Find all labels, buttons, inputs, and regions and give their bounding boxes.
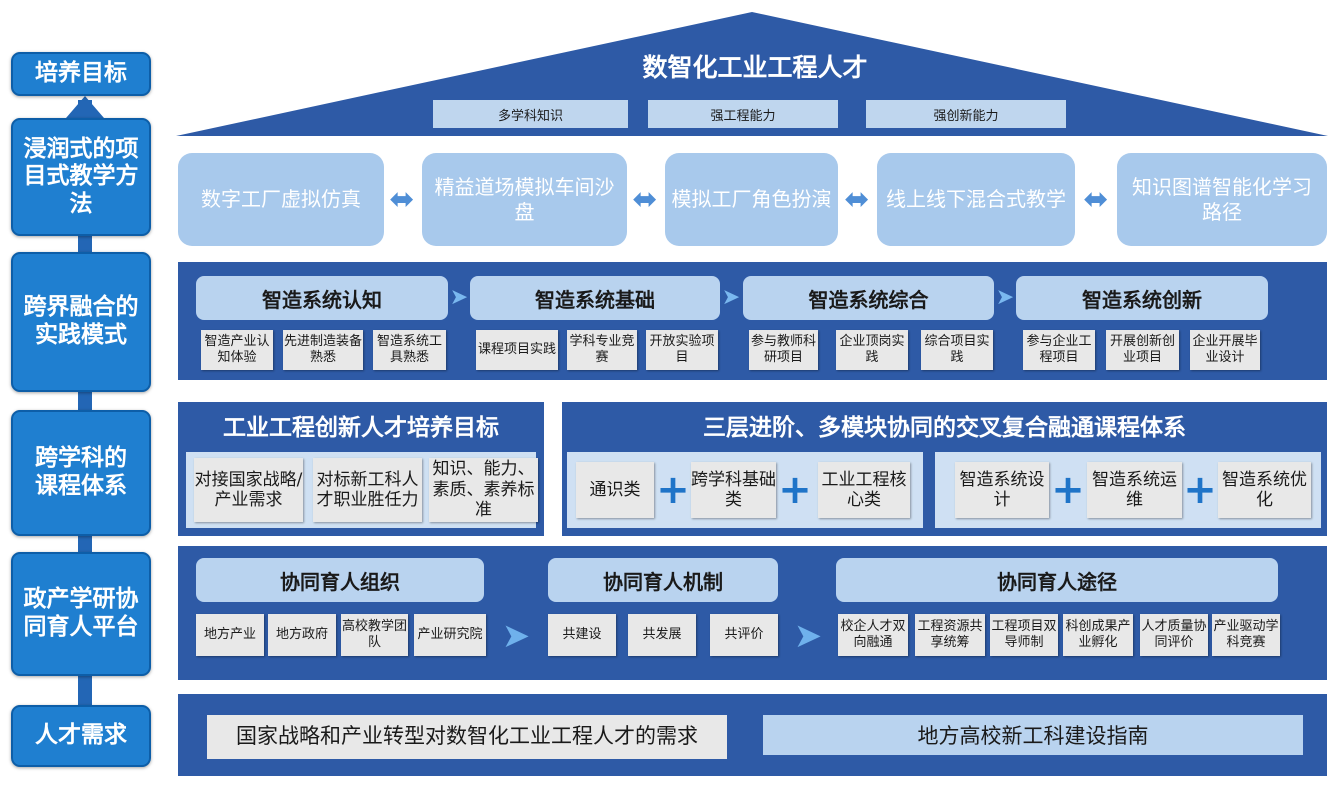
practice-item: 参与教师科研项目 <box>749 330 818 370</box>
goal-item: 知识、能力、素质、素养标准 <box>429 458 538 522</box>
method-blended: 线上线下混合式教学 <box>877 153 1075 246</box>
stage-cognition-header: 智造系统认知 <box>196 276 448 320</box>
goal-item: 对接国家战略/产业需求 <box>194 458 303 522</box>
practice-item: 企业开展毕业设计 <box>1190 330 1260 370</box>
org-item: 高校教学团队 <box>341 614 408 656</box>
path-item: 人才质量协同评价 <box>1140 614 1208 656</box>
practice-item: 开放实验项目 <box>646 330 718 370</box>
practice-item: 学科专业竞赛 <box>567 330 637 370</box>
arrow-right-icon: ➤ <box>793 616 823 656</box>
path-header: 协同育人途径 <box>836 558 1278 602</box>
practice-item: 开展创新创业项目 <box>1106 330 1179 370</box>
path-item: 工程项目双导师制 <box>990 614 1058 656</box>
path-item: 工程资源共享统筹 <box>915 614 985 656</box>
method-role-play: 模拟工厂角色扮演 <box>665 153 838 246</box>
stage-foundation-header: 智造系统基础 <box>470 276 720 320</box>
method-knowledge-graph: 知识图谱智能化学习路径 <box>1117 153 1327 246</box>
plus-icon: + <box>1183 467 1217 513</box>
path-item: 科创成果产业孵化 <box>1063 614 1133 656</box>
arrow-right-icon: ➤ <box>995 285 1015 310</box>
practice-item: 课程项目实践 <box>476 330 558 370</box>
org-item: 产业研究院 <box>414 614 486 656</box>
double-arrow-icon: ⬌ <box>1083 182 1109 217</box>
course-module: 智造系统优化 <box>1218 462 1311 518</box>
course-module: 智造系统运维 <box>1087 462 1182 518</box>
practice-mode-box: 跨界融合的实践模式 <box>11 252 151 392</box>
up-arrow-icon <box>66 96 104 118</box>
demand-guideline: 地方高校新工科建设指南 <box>763 715 1303 755</box>
practice-item: 先进制造装备熟悉 <box>283 330 363 370</box>
double-arrow-icon: ⬌ <box>389 182 415 217</box>
course-module: 跨学科基础类 <box>691 462 776 518</box>
course-module: 工业工程核心类 <box>818 462 910 518</box>
demand-national-strategy: 国家战略和产业转型对数智化工业工程人才的需求 <box>207 715 727 759</box>
stage-innovation-header: 智造系统创新 <box>1016 276 1268 320</box>
plus-icon: + <box>656 467 690 513</box>
course-module: 通识类 <box>576 462 654 518</box>
org-item: 地方产业 <box>196 614 264 656</box>
path-item: 校企人才双向融通 <box>838 614 908 656</box>
plus-icon: + <box>1051 467 1085 513</box>
org-item: 地方政府 <box>268 614 336 656</box>
arrow-right-icon: ➤ <box>501 616 531 656</box>
roof-tag-knowledge: 多学科知识 <box>433 100 628 128</box>
goal-box: 培养目标 <box>11 52 151 96</box>
practice-item: 智造产业认知体验 <box>201 330 273 370</box>
method-digital-factory: 数字工厂虚拟仿真 <box>178 153 384 246</box>
demand-box: 人才需求 <box>11 705 151 767</box>
mechanism-header: 协同育人机制 <box>548 558 778 602</box>
method-box: 浸润式的项目式教学方法 <box>11 118 151 236</box>
path-item: 产业驱动学科竞赛 <box>1212 614 1280 656</box>
double-arrow-icon: ⬌ <box>844 182 870 217</box>
course-module: 智造系统设计 <box>955 462 1049 518</box>
roof-tag-innovation: 强创新能力 <box>866 100 1066 128</box>
org-header: 协同育人组织 <box>196 558 484 602</box>
roof-title: 数智化工业工程人才 <box>642 53 868 82</box>
practice-item: 参与企业工程项目 <box>1023 330 1095 370</box>
mechanism-item: 共建设 <box>548 614 616 656</box>
arrow-right-icon: ➤ <box>721 285 741 310</box>
mechanism-item: 共评价 <box>710 614 778 656</box>
curriculum-goal-title: 工业工程创新人才培养目标 <box>223 415 499 441</box>
plus-icon: + <box>778 467 812 513</box>
stage-integration-header: 智造系统综合 <box>743 276 994 320</box>
roof-tag-engineering: 强工程能力 <box>648 100 838 128</box>
arrow-right-icon: ➤ <box>449 285 469 310</box>
method-lean-sandbox: 精益道场模拟车间沙盘 <box>422 153 627 246</box>
goal-item: 对标新工科人才职业胜任力 <box>313 458 422 522</box>
practice-item: 企业顶岗实践 <box>836 330 908 370</box>
curriculum-system-title: 三层进阶、多模块协同的交叉复合融通课程体系 <box>703 415 1186 441</box>
curriculum-box: 跨学科的课程体系 <box>11 410 151 536</box>
mechanism-item: 共发展 <box>628 614 696 656</box>
double-arrow-icon: ⬌ <box>632 182 658 217</box>
practice-item: 智造系统工具熟悉 <box>373 330 446 370</box>
platform-box: 政产学研协同育人平台 <box>11 552 151 676</box>
practice-item: 综合项目实践 <box>921 330 993 370</box>
